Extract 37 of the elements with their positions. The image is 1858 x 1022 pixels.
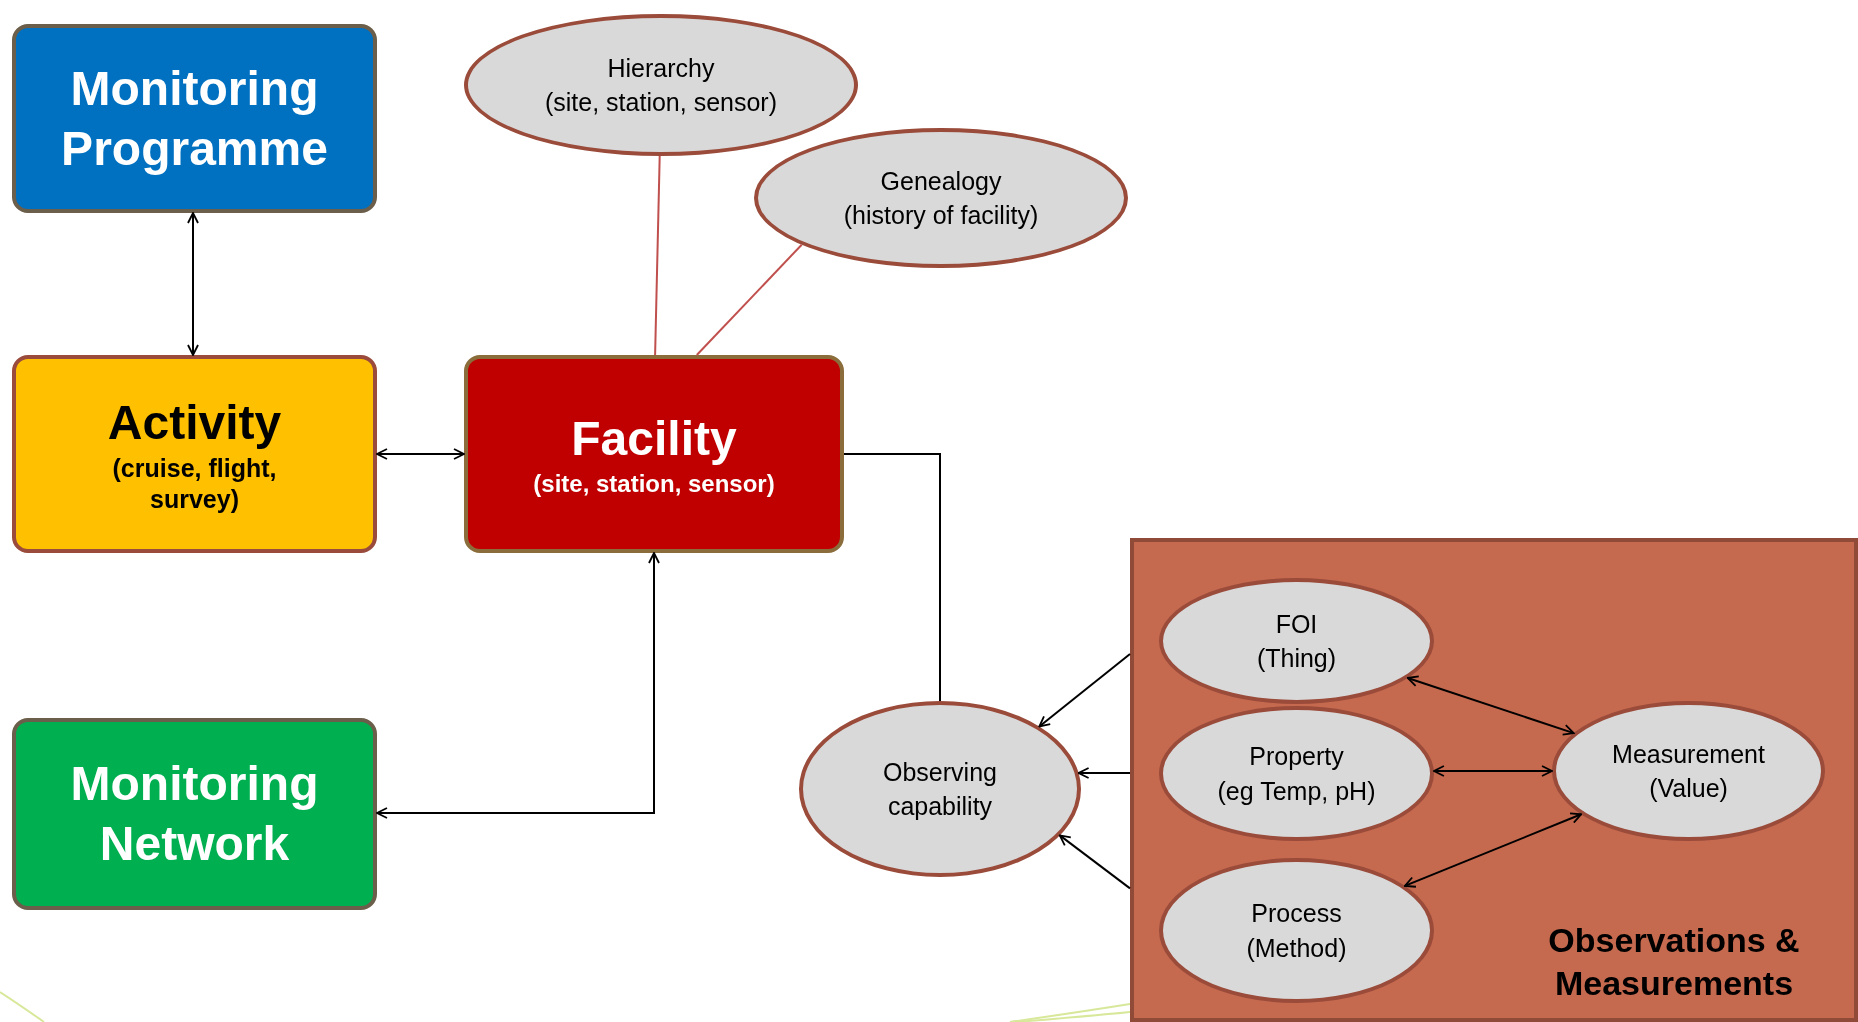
connector-line [843,453,941,702]
connector-line [654,155,661,356]
node-subtitle: (site, station, sensor) [545,87,777,118]
arrow [1038,653,1131,728]
observations-panel [1130,538,1858,1022]
facility-box [464,355,844,553]
programme-box [12,24,377,213]
node-subtitle: (Method) [1246,932,1347,964]
node-title: FOI [1275,608,1318,640]
node-subtitle: (history of facility) [843,200,1039,231]
node-title: Measurement [1612,738,1765,770]
node-title: Genealogy [880,165,1002,197]
node-title: Observing capability [882,756,998,822]
node-title: Property [1249,741,1344,773]
node-title: Activity [107,394,282,451]
arrow [187,212,199,356]
node-subtitle: (Thing) [1256,643,1337,674]
node-title: Hierarchy [607,52,715,84]
node-title: Observations & Measurements [1547,920,1801,1004]
arrow [1403,812,1583,888]
connector-line [695,243,803,356]
node-subtitle: (site, station, sensor) [533,469,775,499]
arrow [1077,767,1131,779]
arrow [376,552,660,819]
arrow [1406,675,1575,736]
arrow [376,448,465,460]
node-title: Process [1251,898,1342,930]
node-subtitle: (eg Temp, pH) [1217,775,1376,807]
network-box [12,718,377,910]
node-title: Facility [571,411,737,467]
node-title: Monitoring Network [69,756,320,872]
node-subtitle: (Value) [1649,773,1728,804]
node-subtitle: (cruise, flight, survey) [111,452,278,515]
arrow [1432,765,1553,777]
arrow [1058,834,1131,890]
node-title: Monitoring Programme [60,60,329,177]
activity-box [12,355,377,553]
